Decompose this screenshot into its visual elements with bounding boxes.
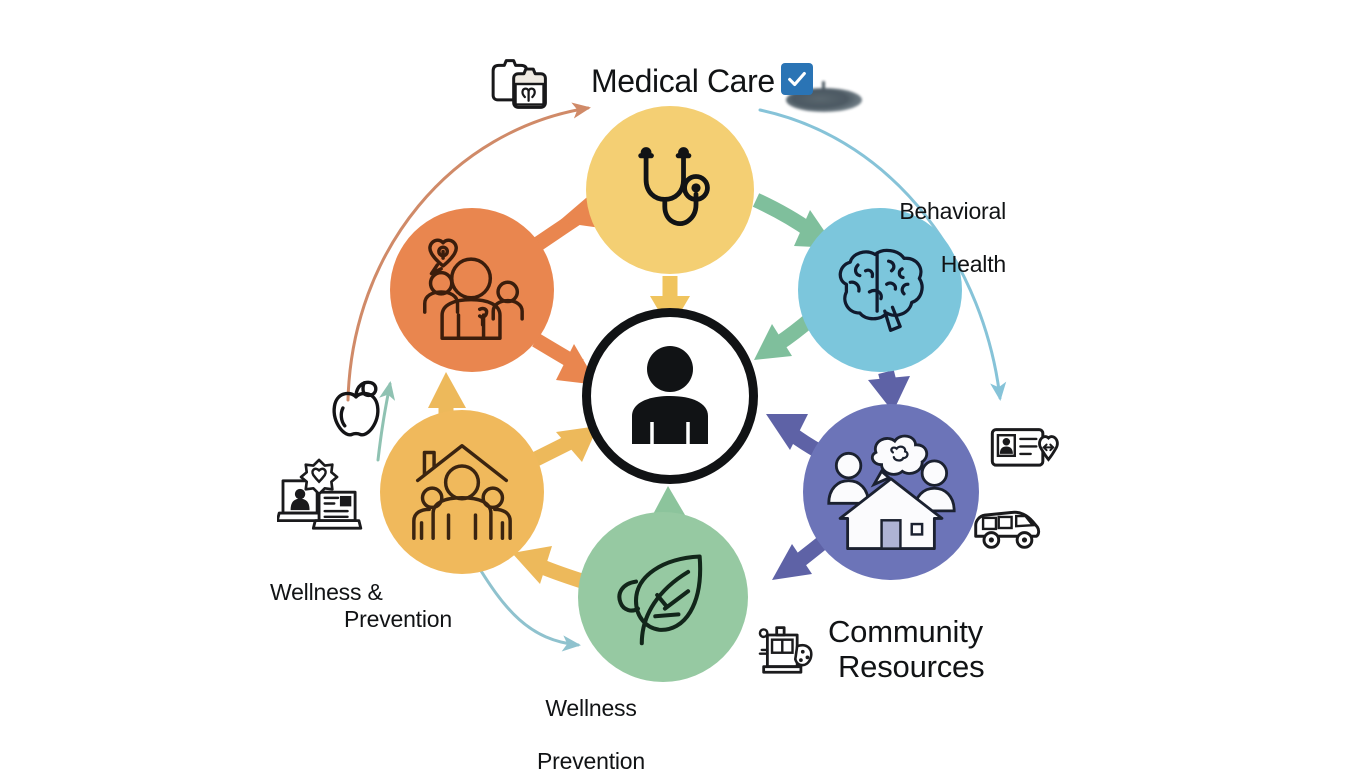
arrow-green-to-family [512,546,591,591]
id-card-heart-icon [989,424,1063,482]
arrow-family-to-center [526,426,598,469]
arrow-behavioral-to-center [754,312,817,360]
center-patient-hub[interactable] [582,308,758,484]
label-behavioral-health: Behavioral Health [836,172,1006,278]
label-medical-care: Medical Care [591,63,775,99]
telehealth-laptops-icon [277,458,363,532]
wellness-bottom-line-2: Prevention [537,748,645,775]
label-wellness-prevention: Wellness & Prevention [270,553,452,659]
arrow-community-to-center [766,414,824,459]
node-behavioral-health[interactable] [798,208,962,372]
arrow-family-to-care [428,372,466,414]
label-wellness-bottom: Wellness Prevention [500,669,682,775]
apple-icon [327,378,385,440]
community-line-1: Community [828,613,983,649]
label-community-resources: Community Resources [828,578,985,721]
behavioral-health-line-1: Behavioral [899,198,1006,225]
folders-heart-icon [489,56,557,112]
arrow-medical-to-insurance [758,108,1007,401]
wellness-bottom-line-1: Wellness [545,695,637,722]
node-wellness-prevention-green[interactable] [578,512,748,682]
check-mark-icon [781,63,813,95]
family-home-icon [408,440,516,544]
stethoscope-icon [618,138,722,242]
behavioral-health-line-2: Health [940,251,1006,278]
wellness-prevention-line-1: Wellness & [270,579,383,606]
arrow-outer-left-to-medical [346,102,591,402]
kitchen-appliance-icon [756,622,816,676]
community-line-2: Resources [838,649,985,685]
person-icon [622,344,718,449]
node-community-resources[interactable] [803,404,979,580]
node-wellness-prevention-family[interactable] [380,410,544,574]
node-care-support[interactable] [390,208,554,372]
van-icon [971,505,1043,551]
arrow-family-to-green [470,554,581,652]
wellness-prevention-line-2: Prevention [344,605,452,632]
people-heart-icon [416,236,528,344]
community-house-icon [825,433,957,551]
brain-icon [827,242,933,338]
leaf-icon [607,543,719,651]
arrow-behavioral-to-community [868,370,910,412]
arrow-apple-to-care [376,381,396,462]
node-medical-care[interactable] [586,106,754,274]
